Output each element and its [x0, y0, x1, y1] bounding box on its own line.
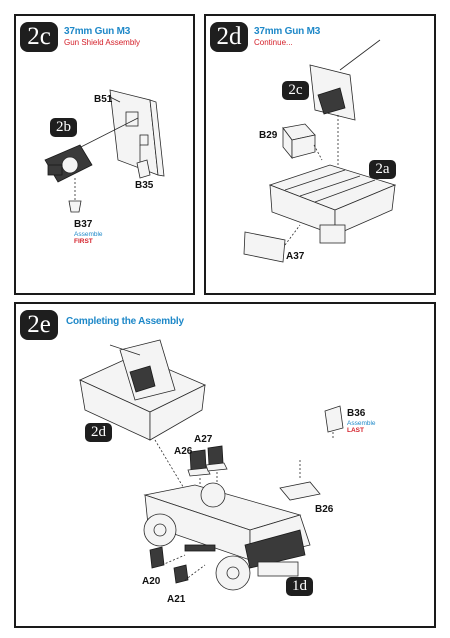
step-2d-ref-badge: 2d	[85, 423, 112, 442]
step-2d-title: 37mm Gun M3	[254, 26, 321, 37]
step-2e-badge: 2e	[20, 310, 58, 340]
part-b51-label: B51	[94, 94, 113, 105]
part-b35-label: B35	[135, 180, 154, 191]
part-b37-label: B37	[74, 219, 93, 230]
step-2b-ref-badge: 2b	[50, 118, 77, 137]
part-b29-label: B29	[259, 130, 278, 141]
step-2c-ref-badge: 2c	[282, 81, 309, 100]
step-2a-ref-badge: 2a	[369, 160, 396, 179]
part-a37-label: A37	[286, 251, 305, 262]
step-2d-panel	[204, 14, 436, 295]
step-2e-title: Completing the Assembly	[66, 316, 184, 327]
step-2c-title: 37mm Gun M3	[64, 26, 131, 37]
part-a26-label: A26	[174, 446, 193, 457]
step-2d-badge: 2d	[210, 22, 248, 52]
b37-first-note: FIRST	[74, 238, 93, 245]
b36-last-note: LAST	[347, 427, 364, 434]
step-2d-subtitle: Continue...	[254, 38, 293, 47]
b37-assemble-note: Assemble	[74, 231, 103, 238]
b36-assemble-note: Assemble	[347, 420, 376, 427]
part-a20-label: A20	[142, 576, 161, 587]
part-b26-label: B26	[315, 504, 334, 515]
part-b36-label: B36	[347, 408, 366, 419]
step-1d-ref-badge: 1d	[286, 577, 313, 596]
part-a21-label: A21	[167, 594, 186, 605]
step-2c-badge: 2c	[20, 22, 58, 52]
part-a27-label: A27	[194, 434, 213, 445]
step-2c-subtitle: Gun Shield Assembly	[64, 38, 141, 47]
step-2c-panel	[14, 14, 195, 295]
